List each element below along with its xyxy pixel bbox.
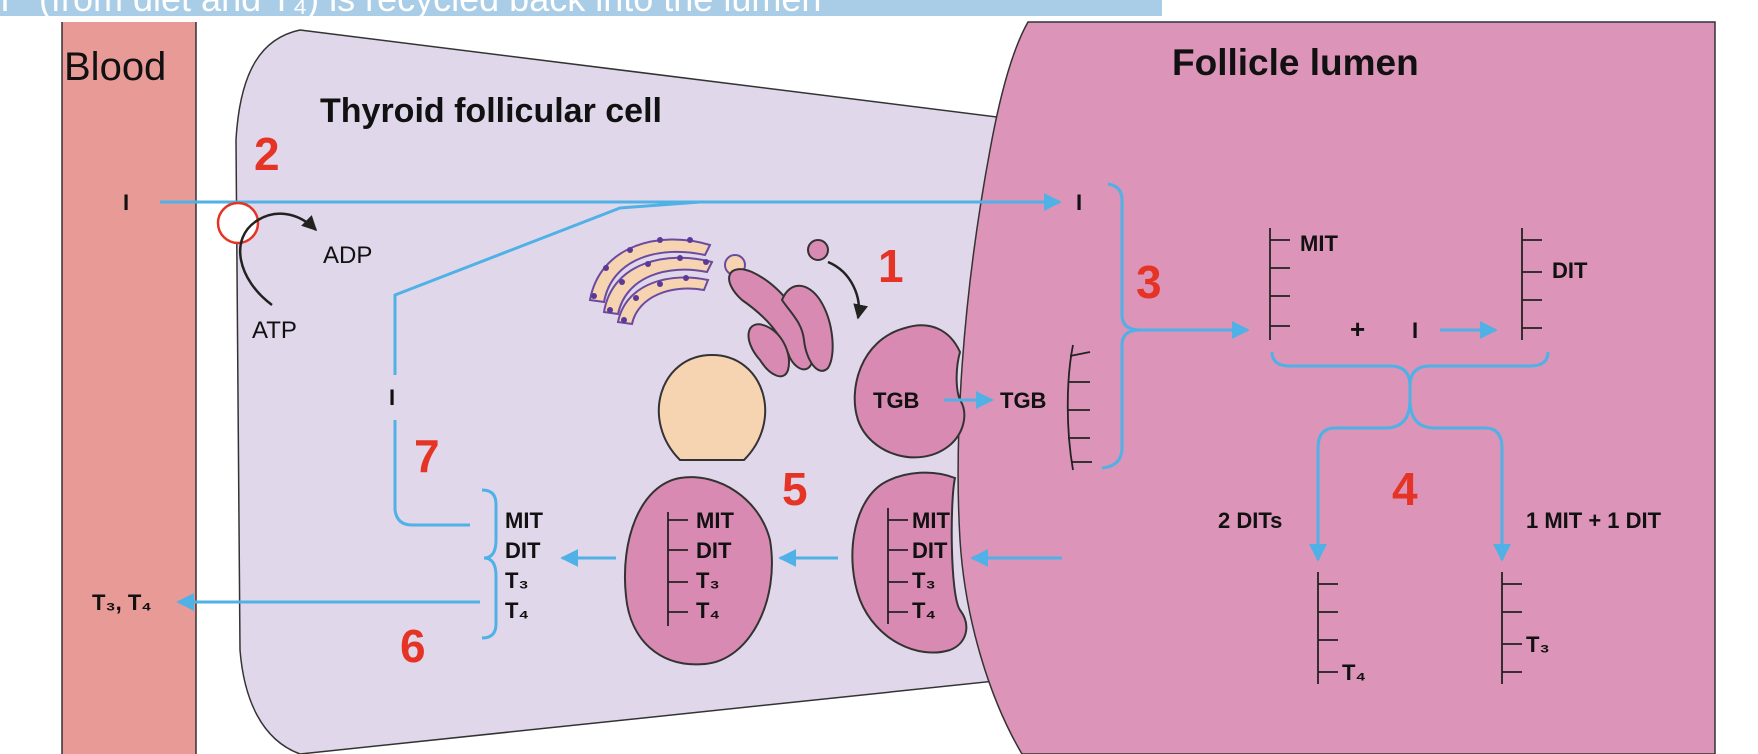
slide-title-text: I⁻ (from diet and T₄) is recycled back i…	[0, 0, 821, 16]
blood-label: Blood	[64, 45, 166, 89]
coupling-brace-right	[1408, 351, 1550, 400]
dit-label: DIT	[1552, 258, 1588, 283]
mit-chain-ticks	[1270, 239, 1290, 327]
tgb-lumen-chain-ticks	[1067, 351, 1092, 463]
exocytosis-arrow	[827, 260, 868, 320]
lysosome-dit-label: DIT	[696, 538, 732, 563]
mit-label: MIT	[1300, 231, 1338, 256]
step-number-3: 3	[1136, 256, 1162, 308]
lysosome-vesicle	[624, 476, 773, 666]
atp-adp-arrow	[239, 212, 318, 307]
atp-label: ATP	[252, 317, 297, 344]
endocytic-dit-label: DIT	[912, 538, 948, 563]
step-number-6: 6	[400, 620, 426, 672]
follicular-cell-label: Thyroid follicular cell	[320, 92, 662, 130]
iodide-recycle-path-upper	[393, 200, 701, 375]
released-mit-label: MIT	[505, 508, 543, 533]
iodide-blood-label: I	[123, 190, 129, 215]
t3-chain-ticks	[1502, 583, 1522, 673]
endocytic-mit-label: MIT	[912, 508, 950, 533]
two-dits-label: 2 DITs	[1218, 508, 1282, 533]
iodide-recycle-path-lower	[393, 420, 470, 527]
released-t4-label: T₄	[505, 598, 529, 623]
tgb-lumen-chain	[1066, 344, 1074, 471]
t4-product-label: T₄	[1342, 660, 1366, 685]
mit-plus-dit-label: 1 MIT + 1 DIT	[1526, 508, 1662, 533]
nucleus	[657, 353, 767, 461]
iodide-recycle-label: I	[389, 385, 395, 410]
adp-label: ADP	[323, 242, 372, 269]
iodide-lumen-label: I	[1076, 190, 1082, 215]
step-number-2: 2	[254, 128, 280, 180]
iodination-brace-lower	[1101, 328, 1141, 470]
secretory-vesicle-small	[807, 239, 829, 261]
step-number-1: 1	[878, 240, 904, 292]
iodide-pump	[216, 201, 260, 245]
released-dit-label: DIT	[505, 538, 541, 563]
endocytic-vesicle	[851, 471, 968, 654]
released-t3-label: T₃	[505, 568, 529, 593]
step-number-7: 7	[414, 430, 440, 482]
follicle-lumen-label: Follicle lumen	[1172, 42, 1419, 83]
coupling-arrow-t4	[1309, 399, 1412, 562]
lysosome-t4-label: T₄	[696, 598, 720, 623]
t4-chain-ticks	[1318, 583, 1338, 673]
release-brace	[481, 488, 498, 640]
coupling-arrow-t3	[1408, 399, 1511, 562]
follicular-cell	[235, 29, 1006, 754]
tgb-cell-label: TGB	[873, 388, 919, 413]
golgi-dots	[591, 237, 709, 323]
endocytic-t3-label: T₃	[912, 568, 936, 593]
dit-chain-ticks	[1522, 239, 1542, 329]
lysosome-mit-label: MIT	[696, 508, 734, 533]
plus-sign: +	[1350, 314, 1365, 344]
lysosome-chain-ticks	[668, 519, 688, 613]
lysosome-t3-label: T₃	[696, 568, 720, 593]
coupling-brace-left	[1270, 351, 1412, 400]
t3-product-label: T₃	[1526, 632, 1550, 657]
t3-t4-blood-label: T₃, T₄	[92, 590, 152, 615]
follicle-lumen	[957, 21, 1716, 754]
step-number-4: 4	[1392, 463, 1418, 515]
iodide-reaction-label: I	[1412, 318, 1418, 343]
blood-region	[62, 22, 196, 754]
tgb-lumen-label: TGB	[1000, 388, 1046, 413]
endocytic-t4-label: T₄	[912, 598, 936, 623]
slide-title-banner: I⁻ (from diet and T₄) is recycled back i…	[0, 0, 1162, 16]
step-number-5: 5	[782, 463, 808, 515]
endoplasmic-reticulum	[728, 268, 834, 378]
endocytic-chain-ticks	[888, 519, 908, 613]
